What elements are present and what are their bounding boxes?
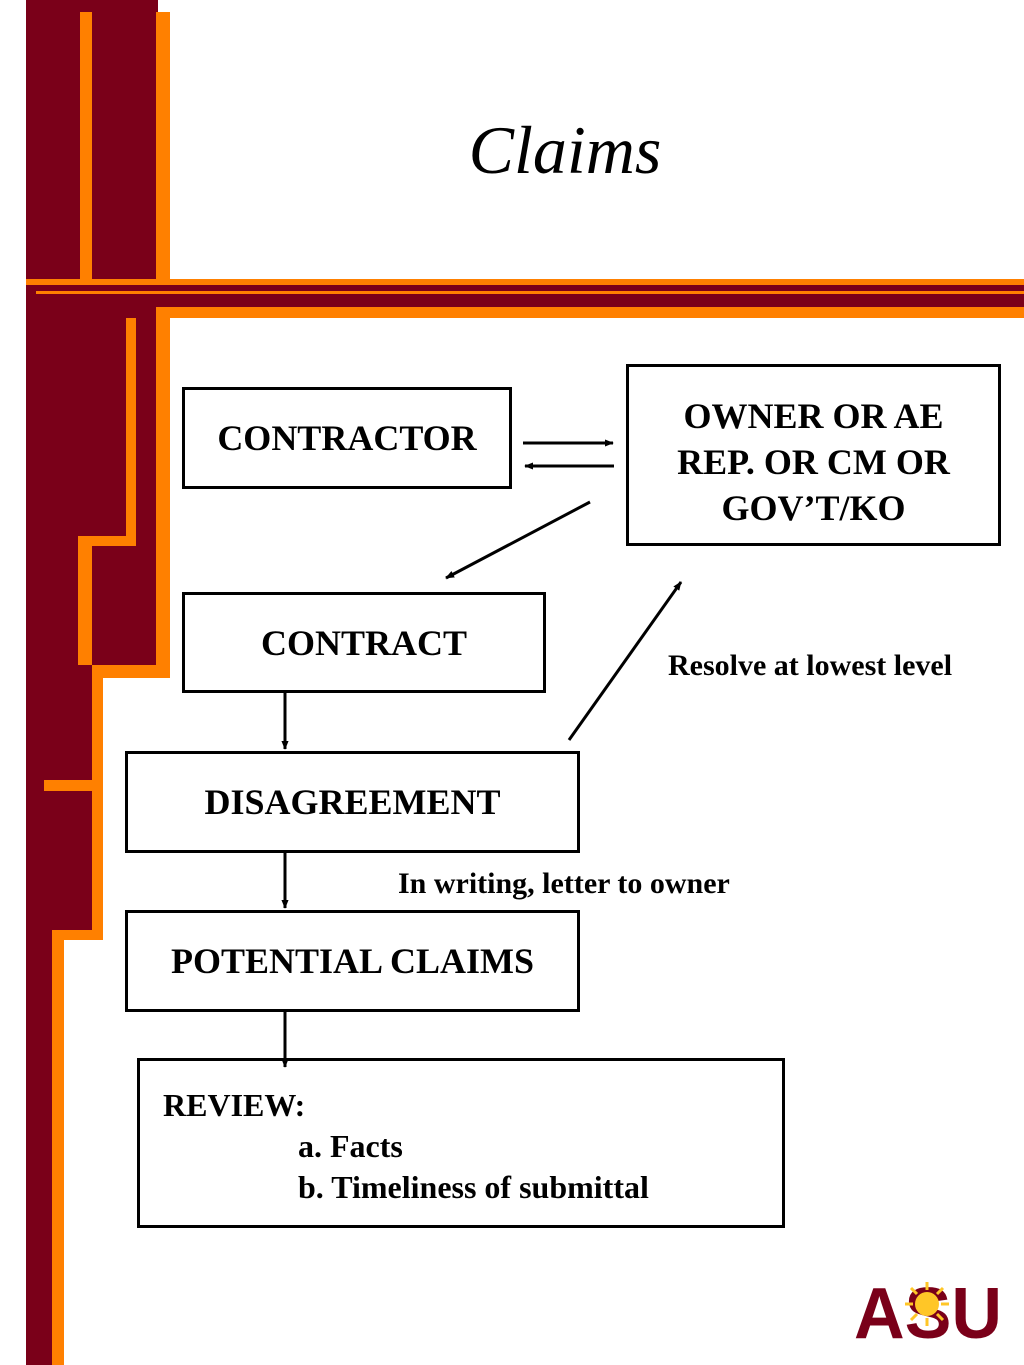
slide-title: Claims	[468, 112, 662, 188]
contractor-label: CONTRACTOR	[217, 418, 477, 458]
writing-note: In writing, letter to owner	[398, 867, 730, 900]
left-column-orange-step1	[126, 318, 136, 546]
potential-claims-label: POTENTIAL CLAIMS	[170, 941, 535, 981]
resolve-note: Resolve at lowest level	[668, 649, 953, 682]
left-column-orange-h2	[92, 665, 170, 678]
left-column-maroon-lower	[26, 930, 52, 1365]
asu-logo: ASU	[854, 1274, 1002, 1344]
review-item-timeliness: b. Timeliness of submittal	[298, 1169, 649, 1205]
potential-claims-box: POTENTIAL CLAIMS	[125, 910, 580, 1012]
left-column-maroon-mid	[26, 665, 92, 930]
top-rule-orange	[26, 279, 1024, 285]
review-box: REVIEW: a. Facts b. Timeliness of submit…	[137, 1058, 785, 1228]
disagreement-box: DISAGREEMENT	[125, 751, 580, 853]
left-frame-stripe	[80, 12, 92, 282]
disagreement-label: DISAGREEMENT	[204, 782, 501, 822]
contract-label: CONTRACT	[260, 622, 467, 663]
review-item-facts: a. Facts	[298, 1128, 403, 1164]
owner-label: OWNER OR AE REP. OR CM OR GOV’T/KO	[677, 396, 950, 528]
sun-icon	[905, 1282, 949, 1326]
arrow-owner-to-contract	[445, 500, 591, 580]
left-column-orange-h3	[44, 780, 92, 791]
top-rule-maroon	[26, 285, 1024, 307]
left-frame-bar	[26, 0, 158, 282]
left-column-orange-h4	[60, 930, 103, 940]
contract-box: CONTRACT	[182, 592, 546, 693]
contractor-box: CONTRACTOR	[182, 387, 512, 489]
arrow-disagreement-to-owner	[567, 581, 683, 741]
owner-box: OWNER OR AE REP. OR CM OR GOV’T/KO	[626, 364, 1001, 546]
review-heading: REVIEW:	[163, 1087, 306, 1123]
left-column-edge-upper	[156, 318, 170, 678]
left-frame-edge	[156, 12, 170, 282]
top-rule-bottom	[68, 307, 1024, 318]
top-rule-thin	[36, 291, 1024, 294]
left-column-orange-h1	[78, 536, 136, 546]
left-column-orange-v3	[52, 930, 64, 1365]
left-column-orange-v2	[92, 678, 103, 940]
